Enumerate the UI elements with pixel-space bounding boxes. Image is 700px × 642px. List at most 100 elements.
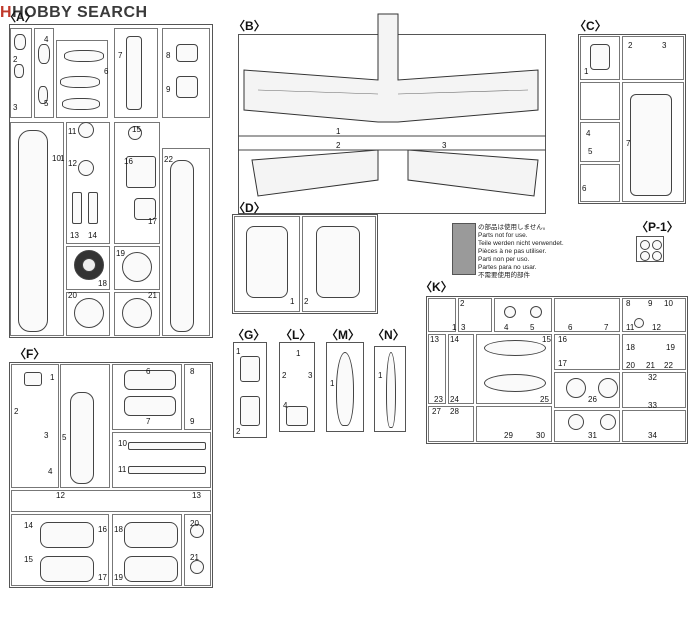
part-number: 15: [132, 125, 141, 134]
part-number: 11: [68, 127, 77, 136]
part-number: 3: [442, 141, 447, 150]
part-number: 1: [236, 347, 241, 356]
sprue-p1-frame: [636, 236, 664, 262]
sprue-a-cell: [34, 28, 54, 118]
sprue-k-cell: [428, 298, 456, 332]
part-number: 32: [648, 373, 657, 382]
sprue-k-cell: [554, 298, 620, 332]
part-shape: [568, 414, 584, 430]
part-shape: [124, 556, 178, 582]
part-shape: [566, 378, 586, 398]
part-number: 17: [558, 359, 567, 368]
sprue-k-letter: K: [432, 280, 441, 294]
part-number: 27: [432, 407, 441, 416]
sprue-c-letter: C: [586, 19, 595, 33]
sprue-b-letter: B: [245, 19, 254, 33]
part-shape: [38, 44, 50, 64]
sprue-c-tag: 〈C〉: [574, 19, 607, 33]
part-shape: [286, 406, 308, 426]
sprue-k-cell: [622, 372, 686, 408]
sprue-g-frame: [233, 342, 267, 438]
part-shape: [640, 251, 650, 261]
hobby-search-logo: HHOBBY SEARCH: [0, 4, 148, 21]
sprue-a-cell: [66, 122, 110, 244]
part-shape: [590, 44, 610, 70]
sprue-k-frame: [426, 296, 688, 444]
part-shape: [316, 226, 360, 298]
part-shape: [122, 252, 152, 282]
part-shape: [504, 306, 516, 318]
logo-text: HOBBY SEARCH: [12, 4, 148, 21]
sprue-n-letter: N: [384, 328, 393, 342]
part-number: 5: [530, 323, 535, 332]
part-number: 13: [70, 231, 79, 240]
part-number: 15: [24, 555, 33, 564]
part-number: 14: [88, 231, 97, 240]
part-number: 12: [56, 491, 65, 500]
sprue-f-frame: [9, 362, 213, 588]
part-number: 33: [648, 401, 657, 410]
part-number: 6: [582, 184, 587, 193]
part-shape: [634, 318, 644, 328]
part-shape: [82, 258, 96, 272]
part-number: 26: [588, 395, 597, 404]
wing-panel-line: [397, 89, 529, 95]
part-number: 18: [114, 525, 123, 534]
part-shape: [14, 34, 26, 50]
part-number: 8: [166, 51, 171, 60]
sprue-c-cell: [622, 82, 684, 202]
part-number: 1: [378, 371, 383, 380]
sprue-k-cell: [622, 298, 686, 332]
part-shape: [190, 524, 204, 538]
wing-lower-right: [407, 149, 539, 197]
part-shape: [78, 122, 94, 138]
sprue-f-cell: [11, 514, 109, 586]
sprue-f-cell: [112, 514, 182, 586]
part-number: 5: [62, 433, 67, 442]
part-number: 6: [568, 323, 573, 332]
unused-parts-swatch: [452, 223, 476, 275]
sprue-a-cell: [162, 148, 210, 336]
part-number: 4: [504, 323, 509, 332]
part-shape: [134, 198, 156, 220]
part-number: 5: [44, 99, 49, 108]
sprue-a-cell: [66, 292, 110, 336]
sprue-a-cell: [66, 246, 110, 290]
sprue-f-cell: [11, 364, 59, 488]
sprue-k-cell: [476, 334, 552, 404]
part-shape: [72, 192, 82, 224]
part-shape: [640, 240, 650, 250]
sprue-k-cell: [428, 334, 446, 404]
sprue-f-cell: [60, 364, 110, 488]
part-shape: [190, 560, 204, 574]
sprue-b-wing-drawing: [238, 13, 546, 197]
part-number: 8: [626, 299, 631, 308]
part-number: 1: [50, 373, 55, 382]
part-number: 1: [584, 67, 589, 76]
part-shape: [176, 76, 198, 98]
part-number: 2: [14, 407, 19, 416]
part-shape: [170, 160, 194, 332]
part-number: 14: [24, 521, 33, 530]
part-number: 12: [68, 159, 77, 168]
sprue-f-cell: [112, 432, 211, 488]
sprue-p1-tag: 〈P-1〉: [636, 220, 679, 234]
sprue-k-cell: [428, 406, 474, 442]
sprue-a-cell: [114, 292, 160, 336]
part-number: 17: [148, 217, 157, 226]
part-shape: [128, 126, 142, 140]
part-shape: [484, 340, 546, 356]
part-shape: [128, 466, 206, 474]
part-shape: [124, 522, 178, 548]
sprue-f-cell: [184, 364, 211, 430]
part-number: 16: [98, 525, 107, 534]
part-number: 9: [648, 299, 653, 308]
part-number: 3: [461, 323, 466, 332]
sprue-k-cell: [494, 298, 552, 332]
sprue-a-cell: [114, 28, 158, 118]
sprue-d-frame: [232, 214, 378, 314]
part-number: 1: [452, 323, 457, 332]
part-number: 7: [626, 139, 631, 148]
wing-upper-outline: [243, 13, 539, 123]
note-line: の部品は使用しません。: [478, 224, 550, 231]
